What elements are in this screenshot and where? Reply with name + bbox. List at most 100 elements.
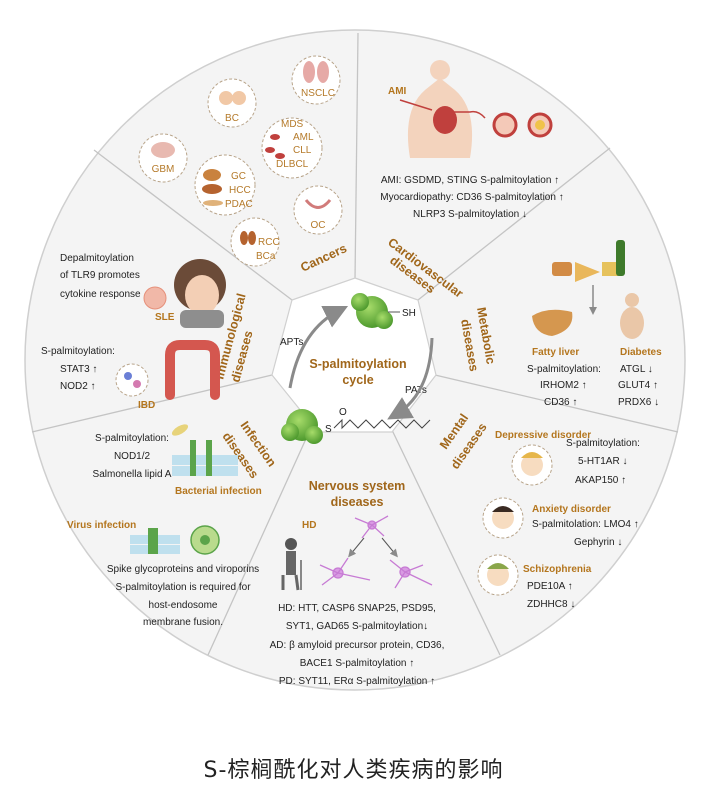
diagram-canvas: SH S-palmitoylation cycle APTs PATs S O … [24, 29, 686, 691]
virus-line-4: membrane fusion. [143, 617, 223, 628]
cancers-sector: Cancers NSCLC BC MDS AML CLL DLBCL GBM G… [138, 55, 349, 275]
anxiety-label: Anxiety disorder [532, 504, 611, 515]
fl-line-3: CD36 ↑ [544, 397, 577, 408]
cell-icon [143, 286, 167, 310]
cardio-text-1: AMI: GSDMD, STING S-palmitoylation ↑ [381, 175, 559, 186]
cardio-text-2: Myocardiopathy: CD36 S-palmitoylation ↑ [380, 192, 563, 203]
hcc-label: HCC [229, 185, 251, 196]
ibd-line-1: S-palmitoylation: [41, 346, 115, 357]
ibd-line-2: STAT3 ↑ [60, 364, 97, 375]
bacteria-receptor-icon [171, 424, 238, 476]
protein-blob-bottom [281, 409, 323, 444]
bact-line-2: NOD1/2 [114, 451, 151, 462]
ibd-label: IBD [138, 400, 155, 411]
stomach-icon [203, 169, 221, 181]
sh-label: SH [402, 308, 416, 319]
nervous-line-3: AD: β amyloid precursor protein, CD36, [270, 640, 445, 651]
cardio-text-3: NLRP3 S-palmitoylation ↓ [413, 209, 527, 220]
apts-label: APTs [280, 337, 303, 348]
sle-line-2: of TLR9 promotes [60, 270, 140, 281]
liver-icon-fatty [532, 309, 573, 336]
protein-blob-top [351, 293, 393, 329]
brain-icon [151, 142, 175, 158]
mds-label: MDS [281, 119, 304, 130]
nervous-sector: Nervous system diseases HD HD: HTT, CASP… [270, 479, 445, 687]
pats-arrow [387, 337, 434, 420]
sle-label: SLE [155, 312, 175, 323]
dep-line-2: 5-HT1AR ↓ [578, 456, 627, 467]
blood-cell-icon [270, 134, 280, 140]
bact-line-1: S-palmitoylation: [95, 433, 169, 444]
virus-infection-label: Virus infection [67, 520, 136, 531]
nervous-title-line2: diseases [331, 495, 384, 509]
bca-label: BCa [256, 251, 276, 262]
palmitoyl-chain [333, 418, 431, 430]
center-cycle: SH S-palmitoylation cycle APTs PATs S O [280, 293, 434, 444]
cardiovascular-sector: AMI AMI: GSDMD, STING S-palmitoylation ↑… [380, 60, 564, 301]
hd-tag: HD [302, 520, 316, 531]
kidney-icon [240, 231, 248, 245]
immune-cell-icon [124, 372, 132, 380]
fl-line-2: IRHOM2 ↑ [540, 380, 587, 391]
intestine-icon [165, 340, 220, 400]
pancreas-icon [203, 200, 223, 206]
gc-label: GC [231, 171, 246, 182]
dep-line-3: AKAP150 ↑ [575, 475, 626, 486]
breast-icon-circle [207, 78, 257, 128]
fatty-liver-label: Fatty liver [532, 347, 579, 358]
cll-label: CLL [293, 145, 312, 156]
mental-sector: Mental diseases Depressive disorder S-pa… [437, 411, 640, 610]
nervous-title-line1: Nervous system [309, 479, 406, 493]
artery-icon-1 [492, 112, 518, 138]
apts-arrow [288, 305, 349, 389]
aml-label: AML [293, 132, 314, 143]
anxious-face-icon [492, 507, 514, 529]
nervous-line-2: SYT1, GAD65 S-palmitoylation↓ [286, 621, 428, 632]
anx-line-1: S-palmitolation: LMO4 ↑ [532, 519, 639, 530]
center-heptagon [271, 277, 437, 433]
obese-person-icon [620, 293, 644, 339]
sch-line-1: PDE10A ↑ [527, 581, 573, 592]
bact-line-3: Salmonella lipid A [93, 469, 172, 480]
schizo-face-icon [487, 564, 509, 586]
pdac-label: PDAC [225, 199, 253, 210]
nervous-line-5: PD: SYT11, ERα S-palmitoylation ↑ [279, 676, 435, 687]
schizo-label: Schizophrenia [523, 564, 592, 575]
fl-line-1: S-palmitoylation: [527, 364, 601, 375]
diabetes-label: Diabetes [620, 347, 662, 358]
neuron-icon-3 [354, 515, 389, 539]
lung-icon [303, 61, 315, 83]
neuron-icon-1 [319, 557, 371, 586]
ovary-icon [304, 199, 332, 209]
s-label: S [325, 424, 332, 435]
virus-line-2: S-palmitoylation is required for [115, 582, 251, 593]
nsclc-label: NSCLC [301, 88, 335, 99]
gbm-label: GBM [152, 164, 175, 175]
dep-line-1: S-palmitoylation: [566, 438, 640, 449]
bc-label: BC [225, 113, 239, 124]
virus-icon [190, 525, 220, 555]
cycle-title-line1: S-palmitoylation [309, 357, 406, 371]
sch-line-2: ZDHHC8 ↓ [527, 599, 575, 610]
sle-line-3: cytokine response [60, 289, 141, 300]
o-label: O [339, 407, 347, 418]
depressive-label: Depressive disorder [495, 430, 591, 441]
figure-caption: S-棕榈酰化对人类疾病的影响 [203, 758, 504, 783]
immune-cell-circle [115, 363, 149, 397]
ami-tag: AMI [388, 86, 407, 97]
sle-person-icon [174, 259, 226, 328]
virus-line-1: Spike glycoproteins and viroporins [107, 564, 259, 575]
blood-cells-circle [261, 117, 323, 179]
bacterium-icon [171, 424, 189, 436]
pats-label: PATs [405, 385, 427, 396]
torso-heart-illustration [399, 60, 486, 158]
sle-line-1: Depalmitoylation [60, 253, 134, 264]
depressed-face-icon [521, 454, 543, 476]
sector-dividers [31, 32, 679, 656]
breast-icon [219, 91, 233, 105]
oc-label: OC [311, 220, 326, 231]
dlbcl-label: DLBCL [276, 159, 309, 170]
liver-icon [202, 184, 222, 194]
junk-food-icon [552, 240, 625, 282]
virus-line-3: host-endosome [149, 600, 218, 611]
